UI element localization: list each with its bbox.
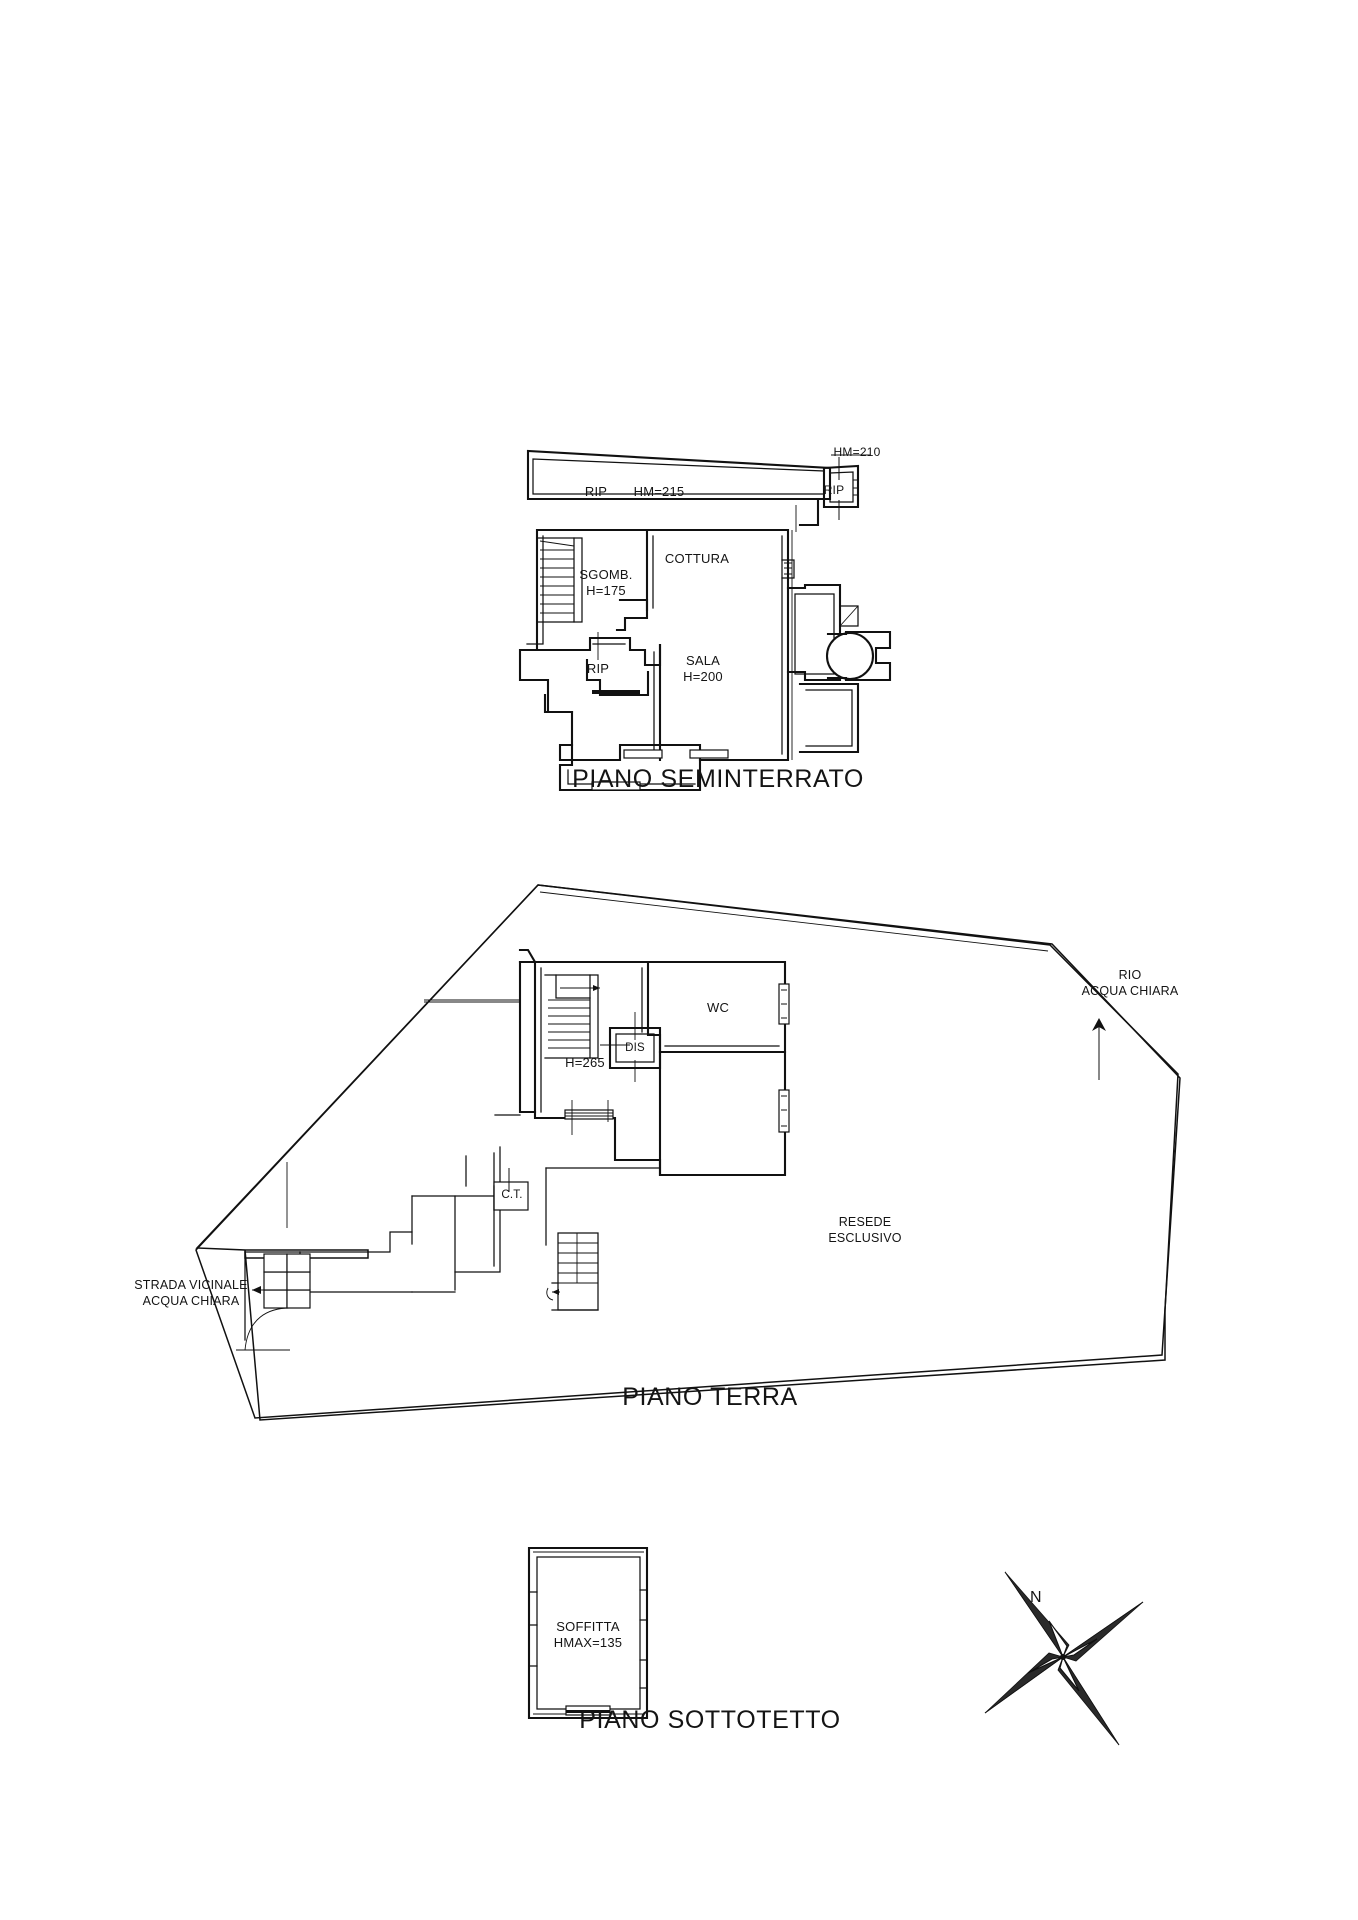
height-label-hm210: HM=210 bbox=[833, 445, 881, 459]
site-label-rio-line2: ACQUA CHIARA bbox=[1081, 984, 1179, 998]
compass-north-label: N bbox=[1030, 1589, 1042, 1606]
room-label-wc: WC bbox=[706, 1000, 730, 1015]
site-label-resede: RESEDE bbox=[838, 1215, 892, 1229]
ground-floor-plan-geometry bbox=[195, 884, 1181, 1421]
room-label-rip-corner: RIP bbox=[823, 483, 845, 497]
attic-plan-geometry bbox=[527, 1546, 649, 1720]
compass-rose-graphic bbox=[984, 1571, 1144, 1746]
room-label-dis: DIS bbox=[625, 1042, 645, 1054]
height-label-hm215: HM=215 bbox=[633, 484, 685, 499]
floor-title-sottotetto: PIANO SOTTOTETTO bbox=[579, 1706, 841, 1734]
height-label-h200: H=200 bbox=[683, 669, 723, 684]
room-label-sala: SALA bbox=[685, 653, 721, 668]
site-label-strada-line2: ACQUA CHIARA bbox=[142, 1294, 240, 1308]
floor-title-seminterrato: PIANO SEMINTERRATO bbox=[572, 765, 864, 793]
room-label-ct: C.T. bbox=[501, 1189, 523, 1201]
basement-plan-geometry bbox=[518, 449, 892, 792]
site-label-rio: RIO bbox=[1118, 968, 1142, 982]
site-label-resede-line2: ESCLUSIVO bbox=[828, 1231, 902, 1245]
room-label-cottura: COTTURA bbox=[664, 551, 730, 566]
room-label-rip-top: RIP bbox=[584, 484, 608, 499]
room-label-rip-mid: RIP bbox=[586, 661, 610, 676]
height-label-h265: H=265 bbox=[565, 1055, 605, 1070]
height-label-h175: H=175 bbox=[586, 583, 626, 598]
room-label-sgomb: SGOMB. bbox=[579, 567, 633, 582]
room-label-soffitta: SOFFITTA bbox=[556, 1619, 620, 1634]
height-label-hmax135: HMAX=135 bbox=[553, 1635, 623, 1650]
site-label-strada: STRADA VICINALE bbox=[134, 1278, 248, 1292]
floor-title-terra: PIANO TERRA bbox=[622, 1383, 798, 1411]
